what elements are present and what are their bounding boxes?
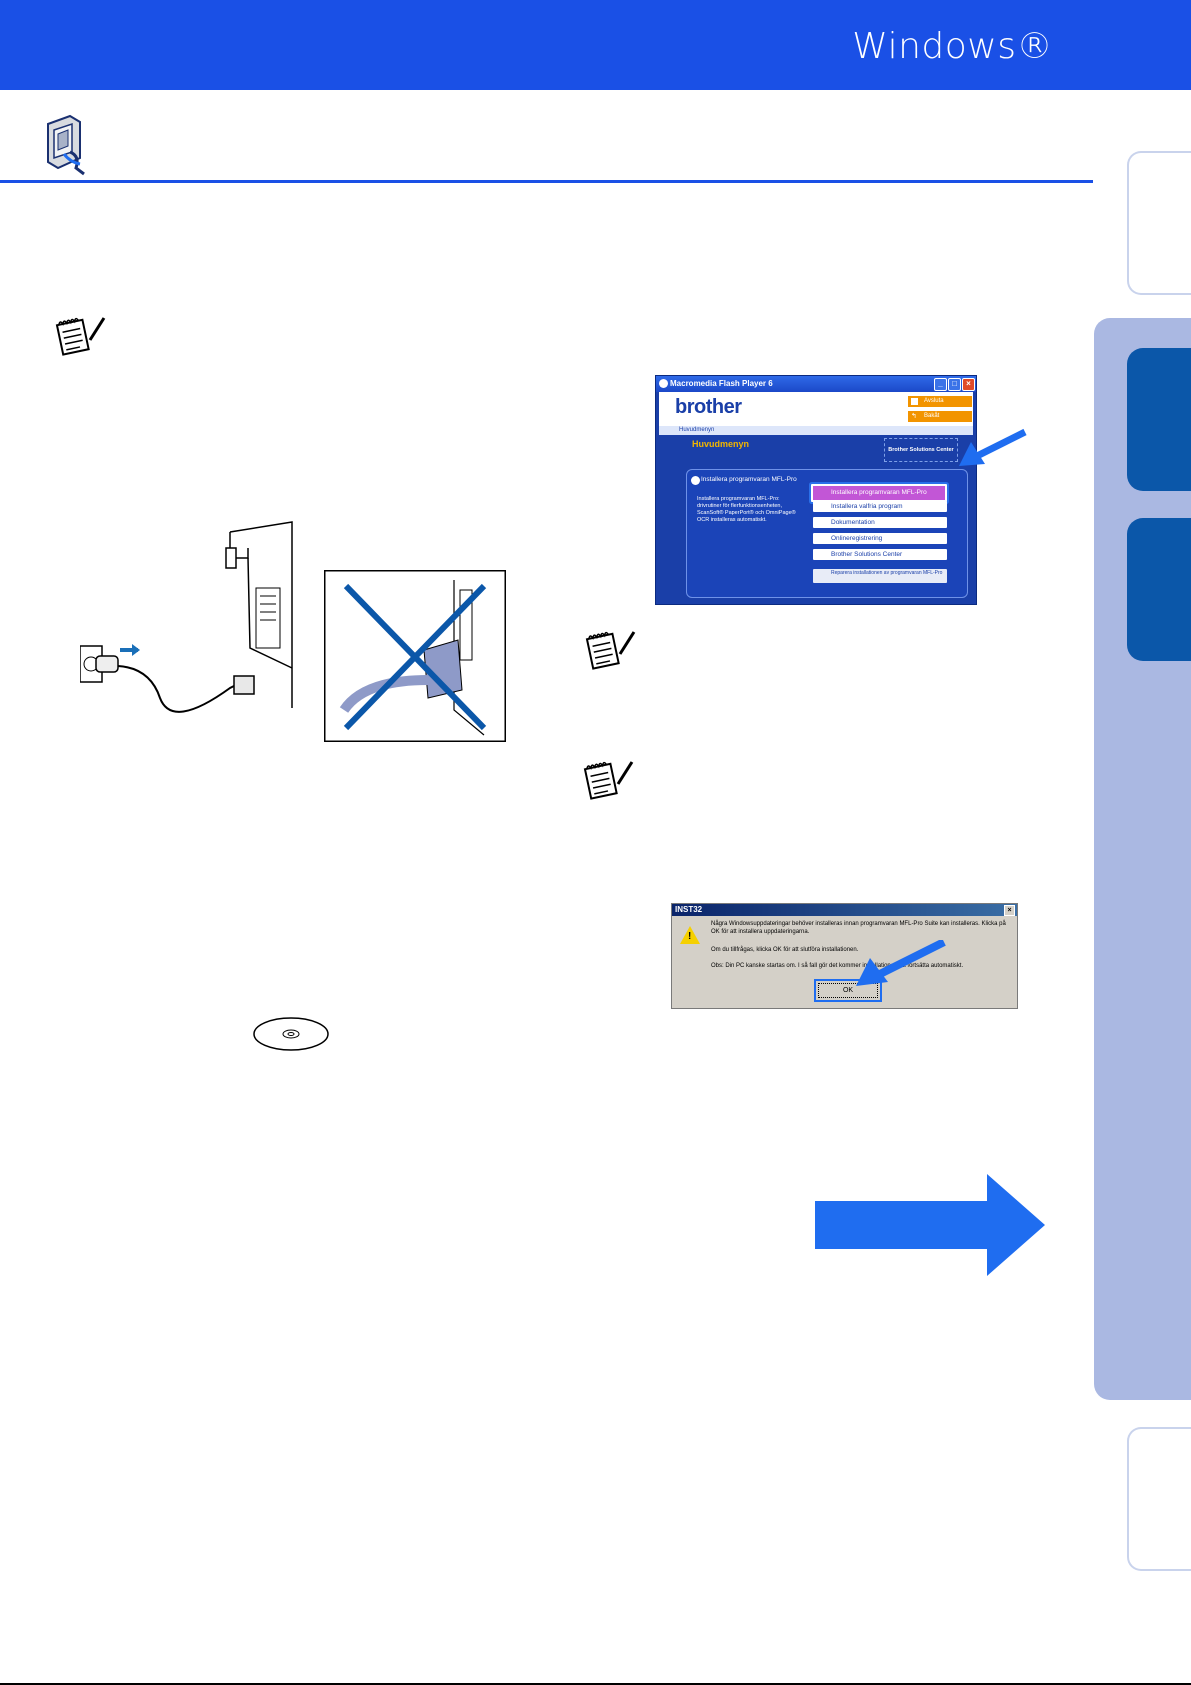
power-cord-illustration bbox=[80, 521, 293, 713]
cable-connector-icon bbox=[47, 114, 85, 176]
install-mfl-pro-button[interactable]: Installera programvaran MFL-Pro bbox=[811, 484, 947, 502]
header-rule bbox=[0, 180, 1093, 183]
back-arrow-icon: ↰ bbox=[911, 413, 917, 420]
menu-description: Installera programvaran MFL-Pro: drivrut… bbox=[697, 496, 796, 523]
documentation-button[interactable]: Dokumentation bbox=[813, 517, 947, 528]
flash-menu-heading: Huvudmenyn bbox=[692, 439, 750, 449]
inst32-titlebar: INST32 × bbox=[672, 904, 1017, 916]
flash-window-title: Macromedia Flash Player 6 bbox=[670, 379, 773, 388]
brand-logo: brother bbox=[675, 396, 742, 418]
inst32-message-3: Obs: Din PC kanske startas om. I så fall… bbox=[711, 963, 964, 969]
bottom-rule bbox=[0, 1683, 1191, 1685]
top-banner: Windows® bbox=[0, 0, 1191, 90]
side-tab-bottom[interactable] bbox=[1127, 1427, 1191, 1571]
back-button[interactable]: ↰ Bakåt bbox=[908, 411, 972, 422]
note-icon-2 bbox=[585, 631, 636, 670]
side-tab-top[interactable] bbox=[1127, 151, 1191, 295]
disc-icon bbox=[691, 476, 700, 485]
online-registration-button[interactable]: Onlineregistrering bbox=[813, 533, 947, 544]
flash-app-icon bbox=[659, 379, 668, 388]
side-panel bbox=[1094, 318, 1191, 1400]
flash-breadcrumb: Huvudmenyn bbox=[659, 426, 973, 435]
flash-titlebar: Macromedia Flash Player 6 _ □ × bbox=[656, 376, 976, 392]
dialog-close-icon[interactable]: × bbox=[1004, 905, 1015, 916]
next-page-arrow-icon bbox=[815, 1174, 1045, 1276]
inst32-dialog: INST32 × ! Några Windowsuppdateringar be… bbox=[671, 903, 1018, 1009]
close-icon[interactable]: × bbox=[962, 378, 975, 391]
inst32-title: INST32 bbox=[675, 905, 703, 914]
warning-icon bbox=[680, 926, 700, 944]
inst32-message-1: Några Windowsuppdateringar behöver insta… bbox=[711, 921, 1006, 935]
solutions-center-button[interactable]: Brother Solutions Center bbox=[813, 549, 947, 560]
solutions-center-logo: Brother Solutions Center bbox=[884, 438, 958, 462]
ok-pointer-arrow-icon bbox=[856, 940, 946, 986]
repair-install-button[interactable]: Reparera installationen av programvaran … bbox=[813, 569, 947, 583]
flash-menu-panel: Installera programvaran MFL-Pro Installe… bbox=[686, 469, 968, 598]
note-icon bbox=[55, 317, 106, 356]
flash-player-window: Macromedia Flash Player 6 _ □ × brother … bbox=[655, 375, 977, 605]
minimize-icon[interactable]: _ bbox=[934, 378, 947, 391]
side-tab-dark-2[interactable] bbox=[1127, 518, 1191, 661]
exit-icon bbox=[911, 398, 918, 405]
side-tab-dark-1[interactable] bbox=[1127, 348, 1191, 491]
inst32-message-2: Om du tillfrågas, klicka OK för att slut… bbox=[711, 947, 859, 953]
exit-button[interactable]: Avsluta bbox=[908, 396, 972, 407]
pointer-arrow-icon bbox=[959, 428, 1027, 466]
note-icon-3 bbox=[583, 761, 634, 800]
no-cable-illustration bbox=[324, 570, 506, 742]
menu-description-title: Installera programvaran MFL-Pro bbox=[701, 476, 797, 483]
install-optional-button[interactable]: Installera valfria program bbox=[813, 501, 947, 512]
os-title: Windows® bbox=[852, 26, 1053, 67]
maximize-icon[interactable]: □ bbox=[948, 378, 961, 391]
cd-rom-icon bbox=[253, 1017, 329, 1051]
ok-button[interactable]: OK bbox=[818, 983, 878, 998]
warning-icon-mark: ! bbox=[688, 931, 692, 942]
